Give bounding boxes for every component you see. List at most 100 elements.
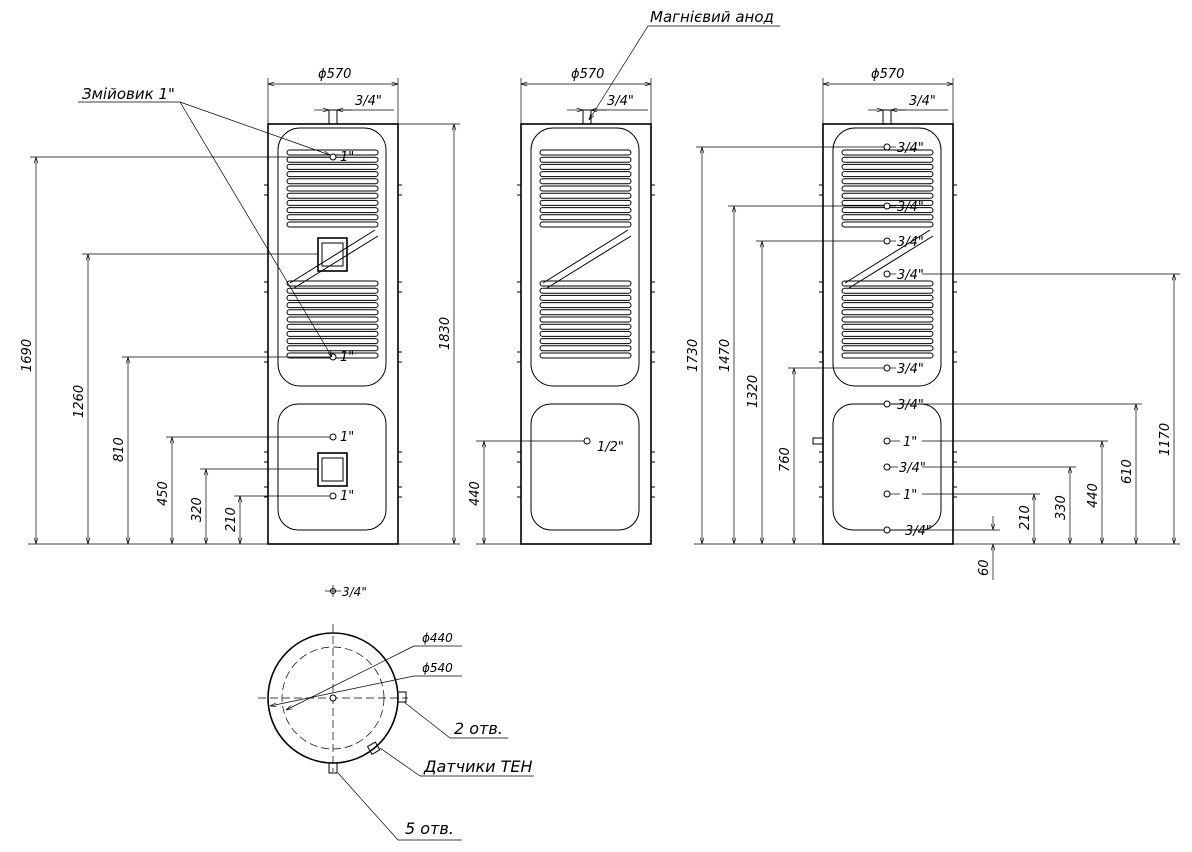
coil-diagonal bbox=[542, 229, 629, 284]
coil-loop bbox=[286, 316, 379, 323]
diameter-label: ϕ570 bbox=[571, 67, 604, 82]
flange-upper-inner bbox=[321, 242, 344, 267]
plan-top-port-label: 3/4" bbox=[342, 585, 367, 599]
coil-callout-label: Змійовик 1" bbox=[82, 85, 175, 103]
port-label: 3/4" bbox=[897, 235, 924, 250]
top-fitting bbox=[882, 109, 892, 125]
coil-loop bbox=[539, 345, 632, 352]
side-brackets bbox=[264, 184, 402, 498]
port-label: 3/4" bbox=[897, 268, 924, 283]
dim-760: 760 bbox=[778, 447, 793, 472]
plan-view: 3/4" ϕ440 ϕ540 2 отв. Датчики ТЕН 5 отв. bbox=[258, 585, 534, 841]
port-label: 3/4" bbox=[905, 524, 932, 539]
dim-1170: 1170 bbox=[1158, 423, 1173, 456]
coil-loop bbox=[539, 287, 632, 294]
coil-loop bbox=[841, 178, 934, 185]
coil-loop bbox=[286, 163, 379, 170]
top-fitting-label: 3/4" bbox=[607, 94, 634, 109]
coil-loop bbox=[539, 309, 632, 316]
coil-loop bbox=[841, 330, 934, 337]
coil-loop bbox=[841, 345, 934, 352]
coil-lower bbox=[286, 280, 379, 359]
coil-loop bbox=[539, 352, 632, 359]
coil-loop bbox=[539, 323, 632, 330]
coil-loop bbox=[841, 280, 934, 287]
coil-loop bbox=[539, 330, 632, 337]
port-label: 3/4" bbox=[897, 398, 924, 413]
port-coil-top bbox=[329, 153, 337, 161]
coil-diagonal bbox=[289, 229, 376, 284]
coil-diagonal-2 bbox=[848, 235, 934, 289]
holes-5-label: 5 отв. bbox=[405, 819, 454, 838]
diameter-540-label: ϕ540 bbox=[422, 661, 453, 675]
port-label: 3/4" bbox=[897, 200, 924, 215]
coil-loop bbox=[286, 178, 379, 185]
coil-loop bbox=[286, 221, 379, 228]
dim-1690: 1690 bbox=[20, 339, 35, 372]
coil-loop bbox=[539, 338, 632, 345]
flange-lower bbox=[317, 452, 348, 487]
port-label: 3/4" bbox=[897, 362, 924, 377]
coil-loop bbox=[841, 323, 934, 330]
flange-lower-inner bbox=[321, 457, 344, 482]
port-label: 1" bbox=[903, 488, 917, 503]
center-port bbox=[329, 694, 337, 702]
top-fitting-label: 3/4" bbox=[355, 94, 382, 109]
port-label: 1" bbox=[340, 150, 354, 165]
diameter-label: ϕ570 bbox=[318, 67, 351, 82]
port-label: 1/2" bbox=[597, 440, 624, 455]
coil-loop bbox=[841, 309, 934, 316]
holes-2-label: 2 отв. bbox=[454, 719, 503, 738]
dim-210: 210 bbox=[1018, 505, 1033, 530]
view-3-sensor-tank: 3/4" 3/4" 3/4" 3/4" 3/4" 3/4" 1" 3/4" 1"… bbox=[686, 67, 1180, 580]
coil-loop bbox=[841, 221, 934, 228]
coil-loop bbox=[539, 192, 632, 199]
coil-loop bbox=[539, 199, 632, 206]
coil-loop bbox=[286, 330, 379, 337]
port-label: 1" bbox=[340, 430, 354, 445]
top-fitting bbox=[328, 109, 338, 125]
port-label: 1" bbox=[903, 435, 917, 450]
dim-440: 440 bbox=[468, 481, 483, 506]
dim-1830: 1830 bbox=[438, 317, 453, 350]
side-brackets bbox=[819, 184, 957, 498]
port-half-inch bbox=[583, 437, 591, 445]
dim-1260: 1260 bbox=[72, 385, 87, 418]
dim-1470: 1470 bbox=[718, 339, 733, 372]
diameter-label: ϕ570 bbox=[871, 67, 904, 82]
port-label: 3/4" bbox=[897, 141, 924, 156]
coil-diagonal-2 bbox=[546, 235, 632, 289]
port-label: 1" bbox=[340, 489, 354, 504]
port-lower-top bbox=[329, 433, 337, 441]
port-markers bbox=[883, 143, 902, 534]
coil-loop bbox=[841, 192, 934, 199]
coil-diagonal-2 bbox=[293, 235, 379, 289]
flange-upper bbox=[317, 237, 348, 272]
view-2-anode-tank: 1/2" ϕ570 3/4" 440 Магнієвий анод bbox=[468, 8, 780, 545]
port-label: 3/4" bbox=[899, 461, 926, 476]
coil-loop bbox=[286, 192, 379, 199]
port-lower-bottom bbox=[329, 492, 337, 500]
dim-1320: 1320 bbox=[746, 375, 761, 408]
coil-lower bbox=[539, 280, 632, 359]
coil-loop bbox=[286, 287, 379, 294]
port-label: 1" bbox=[340, 350, 354, 365]
coil-loop bbox=[539, 294, 632, 301]
coil-loop bbox=[539, 280, 632, 287]
coil-loop bbox=[841, 287, 934, 294]
coil-loop bbox=[539, 171, 632, 178]
coil-loop bbox=[286, 323, 379, 330]
sensor-stub bbox=[366, 741, 381, 756]
dim-810: 810 bbox=[112, 437, 127, 462]
coil-loop bbox=[539, 207, 632, 214]
coil-loop bbox=[286, 309, 379, 316]
coil-loop bbox=[539, 302, 632, 309]
coil-loop bbox=[539, 178, 632, 185]
coil-loop bbox=[539, 221, 632, 228]
coil-diagonal bbox=[844, 229, 931, 284]
coil-loop bbox=[286, 280, 379, 287]
coil-loop bbox=[286, 185, 379, 192]
side-brackets bbox=[517, 184, 655, 498]
right-stub bbox=[397, 691, 407, 703]
